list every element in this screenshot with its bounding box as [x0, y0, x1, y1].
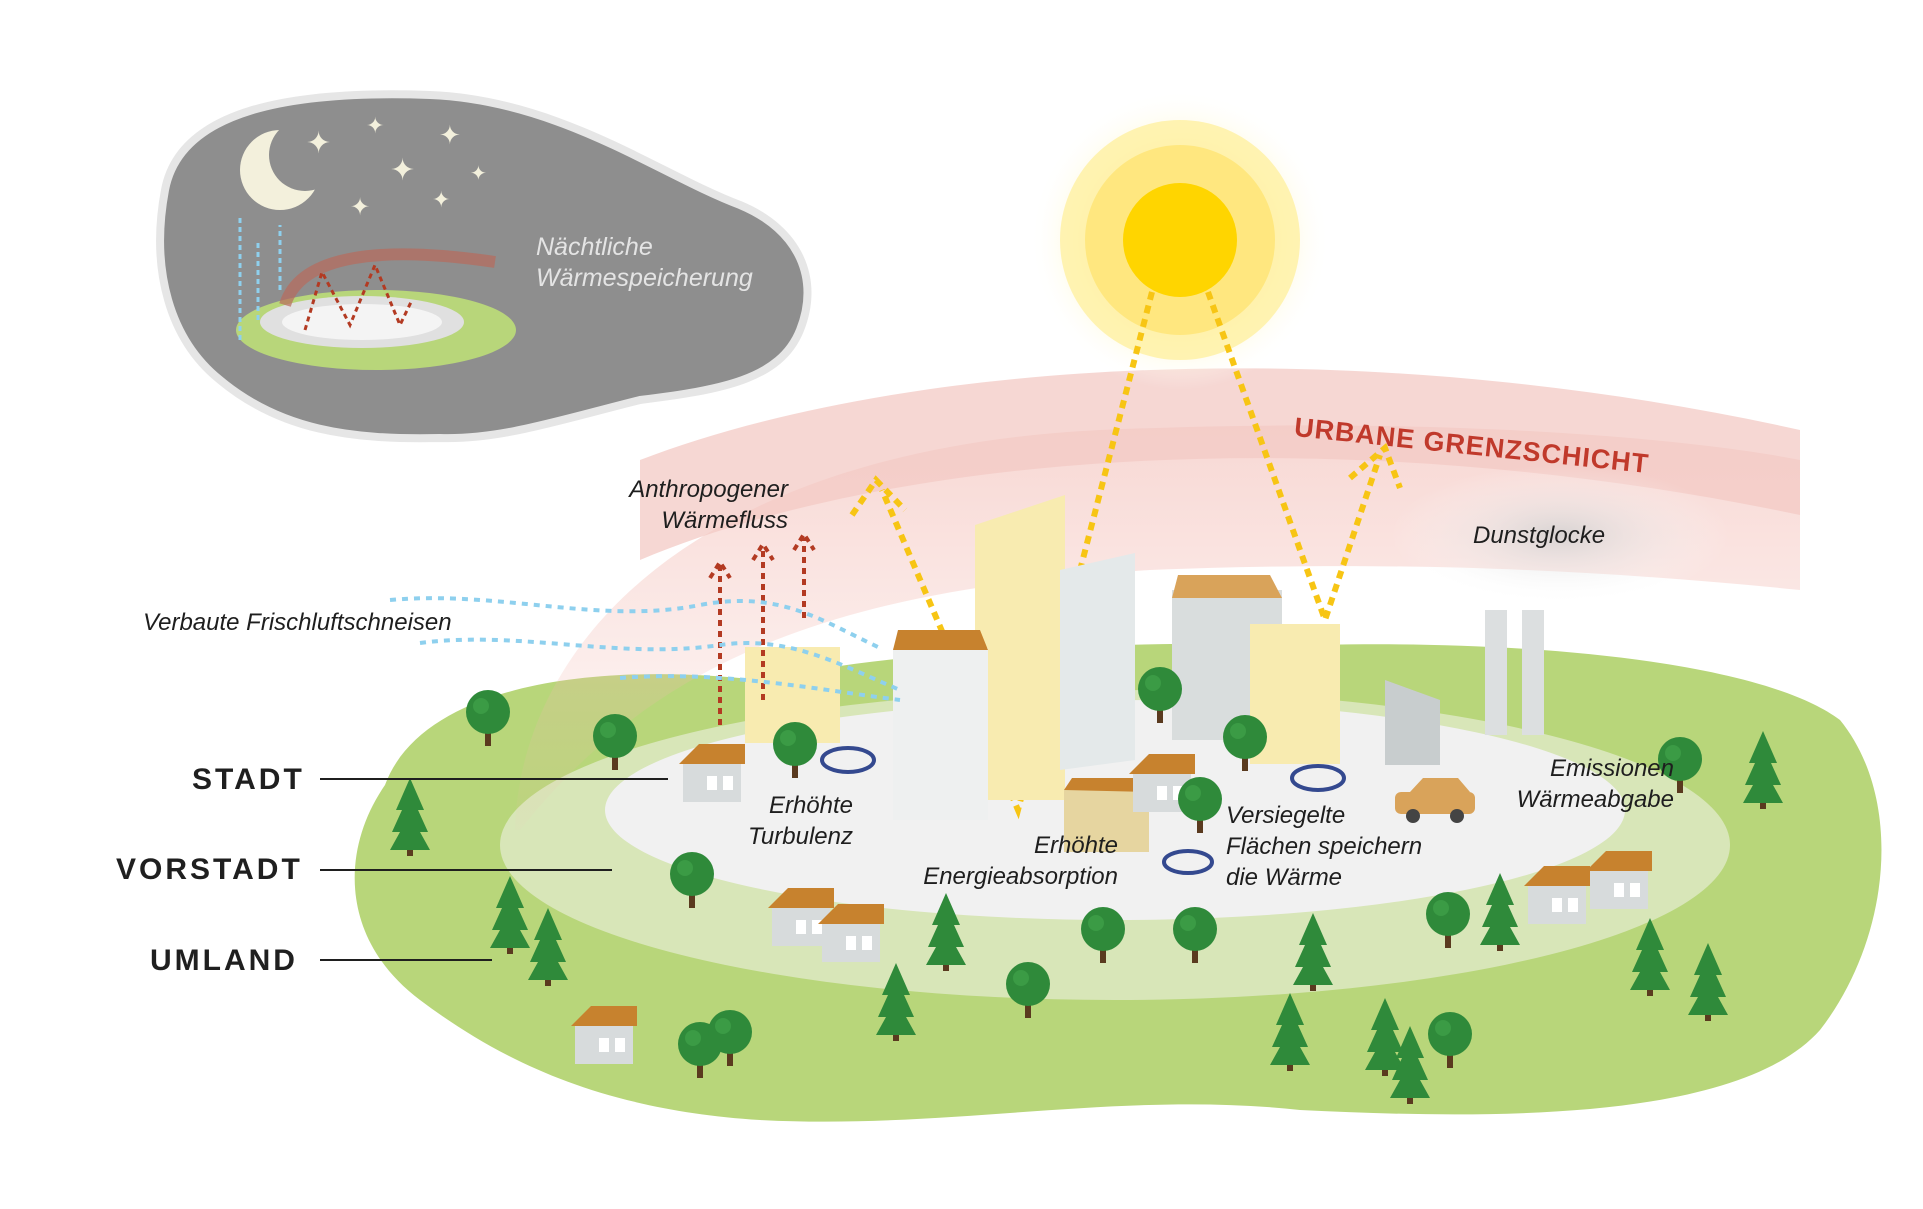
night-island	[236, 290, 516, 370]
energy-absorption-label: Erhöhte Energieabsorption	[888, 830, 1118, 892]
sealed-surfaces-label: Versiegelte Flächen speichern die Wärme	[1226, 800, 1422, 893]
svg-text:✦: ✦	[366, 114, 384, 139]
svg-text:✦: ✦	[432, 188, 450, 213]
blocked-fresh-air-label: Verbaute Frischluftschneisen	[143, 607, 452, 638]
zone-countryside-label: UMLAND	[150, 944, 298, 978]
zone-city-label: STADT	[192, 763, 305, 797]
svg-text:✦: ✦	[390, 153, 415, 188]
emissions-label: Emissionen Wärmeabgabe	[1470, 753, 1674, 815]
zone-suburb-label: VORSTADT	[116, 853, 303, 887]
anthropogenic-heat-flux-label: Anthropogener Wärmefluss	[594, 474, 788, 536]
haze-dome-label: Dunstglocke	[1473, 520, 1605, 551]
svg-text:✦: ✦	[306, 126, 331, 161]
night-heat-storage-label: Nächtliche Wärmespeicherung	[536, 232, 753, 294]
increased-turbulence-label: Erhöhte Turbulenz	[728, 790, 853, 852]
svg-text:✦: ✦	[350, 193, 370, 221]
svg-text:✦: ✦	[439, 121, 461, 151]
sun-icon	[1030, 90, 1330, 390]
svg-text:✦: ✦	[470, 161, 487, 185]
